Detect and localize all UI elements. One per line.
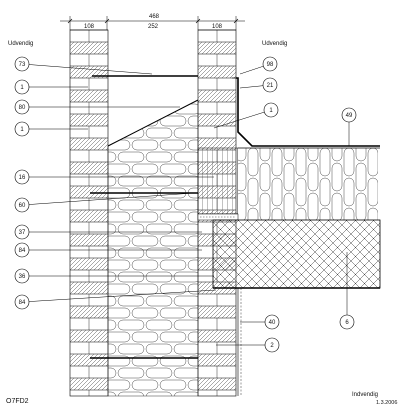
dimension-right: 108 xyxy=(212,24,223,30)
svg-text:80: 80 xyxy=(19,105,26,111)
callout-left-4: 16 xyxy=(14,169,214,185)
callout-right-1: 21 xyxy=(239,77,278,93)
svg-text:21: 21 xyxy=(267,83,274,89)
label-outside-right: Udvendig xyxy=(262,41,287,47)
cavity-insulation xyxy=(107,99,199,397)
callout-right-5: 40 xyxy=(240,314,280,330)
callouts: 73 1 80 1 16 60 37 84 36 84 98 21 1 49 6 40 2 xyxy=(14,56,357,353)
svg-text:37: 37 xyxy=(19,230,26,236)
callout-right-3: 49 xyxy=(341,107,357,146)
callout-left-8: 36 xyxy=(14,268,214,284)
svg-text:1: 1 xyxy=(269,108,273,114)
drawing-date: 1.3.2006 xyxy=(376,400,397,406)
dimension-middle: 252 xyxy=(148,24,159,30)
svg-text:36: 36 xyxy=(19,274,26,280)
callout-left-9: 84 xyxy=(14,289,217,310)
svg-text:98: 98 xyxy=(267,62,274,68)
dimension-line: 468 108 252 108 xyxy=(60,14,245,30)
outer-brick-leaf xyxy=(69,29,109,397)
callout-right-6: 2 xyxy=(216,337,280,353)
callout-left-3: 1 xyxy=(14,121,88,137)
label-inside: Indvendig xyxy=(352,392,378,398)
callout-left-1: 1 xyxy=(14,79,88,95)
label-outside-left: Udvendig xyxy=(8,41,33,47)
svg-text:40: 40 xyxy=(269,320,276,326)
callout-left-0: 73 xyxy=(14,56,153,75)
svg-text:16: 16 xyxy=(19,175,26,181)
flashing xyxy=(232,77,380,147)
svg-text:73: 73 xyxy=(19,62,26,68)
callout-right-2: 1 xyxy=(213,102,279,129)
svg-text:6: 6 xyxy=(345,320,349,326)
roof-insulation xyxy=(197,147,380,221)
svg-text:49: 49 xyxy=(346,113,353,119)
callout-left-2: 80 xyxy=(14,99,180,115)
dimension-total: 468 xyxy=(149,14,160,20)
svg-text:84: 84 xyxy=(19,300,26,306)
svg-text:2: 2 xyxy=(270,343,274,349)
interior-lining xyxy=(237,288,242,396)
dimension-left: 108 xyxy=(84,24,95,30)
callout-left-6: 37 xyxy=(14,224,202,240)
callout-right-4: 6 xyxy=(339,252,355,330)
svg-text:60: 60 xyxy=(19,203,26,209)
callout-right-0: 98 xyxy=(239,56,278,75)
wall-ties xyxy=(90,75,198,359)
drawing-code: O7FD2 xyxy=(6,398,29,405)
callout-left-5: 60 xyxy=(14,192,195,213)
concrete-deck xyxy=(212,219,381,289)
svg-text:1: 1 xyxy=(20,85,24,91)
svg-text:84: 84 xyxy=(19,248,26,254)
callout-left-7: 84 xyxy=(14,242,202,258)
svg-text:1: 1 xyxy=(20,127,24,133)
